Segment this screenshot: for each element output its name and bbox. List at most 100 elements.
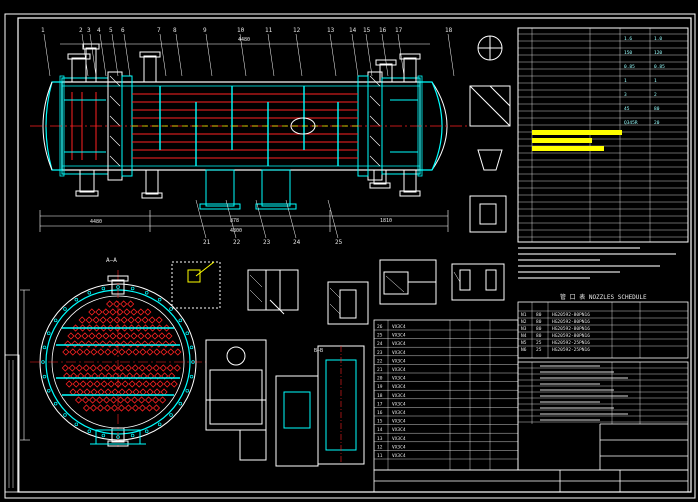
part-number: 22 xyxy=(377,358,383,364)
nozzle-size: 80 xyxy=(536,333,542,339)
nozzle-standard: HG20592-80PN16 xyxy=(552,319,590,325)
tube-mark xyxy=(93,380,101,388)
tube-mark xyxy=(82,404,91,412)
callout-number: 11 xyxy=(265,27,273,34)
tube-mark xyxy=(90,348,98,356)
tube-mark xyxy=(130,332,138,340)
tube-mark xyxy=(139,388,147,396)
tube-mark xyxy=(117,396,125,404)
tube-mark xyxy=(111,388,119,396)
callout-leader xyxy=(365,33,373,77)
part-number: 25 xyxy=(377,333,383,339)
tube-mark xyxy=(106,340,114,348)
tube-mark xyxy=(71,340,79,348)
tube-mark xyxy=(156,380,164,388)
callout-leader xyxy=(285,199,297,239)
spec-value: 1 xyxy=(624,78,627,84)
tube-mark xyxy=(160,348,168,356)
tube-mark xyxy=(76,348,84,356)
tube-mark xyxy=(90,388,98,396)
tube-mark xyxy=(104,348,112,356)
nozzle-size: 25 xyxy=(536,347,542,353)
tube-mark xyxy=(118,388,126,396)
tube-mark xyxy=(131,364,139,372)
bolt-hole xyxy=(191,360,195,364)
tube-mark xyxy=(61,364,69,372)
right-small-details xyxy=(469,35,511,233)
bolt-hole xyxy=(130,433,135,438)
callout-leader xyxy=(99,33,107,77)
tube-mark xyxy=(96,404,105,412)
tube-mark xyxy=(88,332,96,340)
tube-mark xyxy=(100,380,108,388)
bolt-hole xyxy=(116,435,120,439)
section-a-a xyxy=(30,270,206,448)
tube-mark xyxy=(153,388,161,396)
callout-leader xyxy=(175,33,183,77)
bolt-hole xyxy=(157,297,162,302)
tube-mark xyxy=(78,340,86,348)
bolt-hole xyxy=(63,413,67,417)
tube-mark xyxy=(121,380,129,388)
tube-mark xyxy=(144,308,152,316)
tube-mark xyxy=(123,332,131,340)
part-number: 14 xyxy=(377,427,383,433)
callout-leader xyxy=(381,33,389,77)
callout-number: 15 xyxy=(363,27,371,34)
tube-mark xyxy=(132,388,140,396)
nozzle-size: 80 xyxy=(536,319,542,325)
tube-mark xyxy=(88,308,96,316)
tube-mark xyxy=(96,364,104,372)
tube-mark xyxy=(113,340,121,348)
tube-mark xyxy=(127,340,135,348)
tube-mark xyxy=(124,396,132,404)
tube-bundle xyxy=(61,300,182,412)
tube-mark xyxy=(117,404,126,412)
tube-mark xyxy=(109,308,117,316)
tube-mark xyxy=(162,340,170,348)
callout-number: 7 xyxy=(157,27,161,34)
tube-mark xyxy=(62,348,70,356)
callout-leader xyxy=(205,33,213,77)
callout-number: 9 xyxy=(203,27,207,34)
tube-mark xyxy=(99,340,107,348)
bolt-hole xyxy=(74,297,79,302)
tube-mark xyxy=(85,316,93,324)
tube-mark xyxy=(97,348,105,356)
nozzle-mark: N5 xyxy=(521,340,527,346)
callout-number: 8 xyxy=(173,27,177,34)
tube-mark xyxy=(137,332,145,340)
tube-mark xyxy=(110,396,118,404)
tube-mark xyxy=(65,380,73,388)
callout-leader xyxy=(111,33,119,77)
part-name: VX3C4 xyxy=(392,350,406,356)
spec-value: 1.0 xyxy=(654,36,662,42)
tube-mark xyxy=(68,364,76,372)
part-name: VX3C4 xyxy=(392,384,406,390)
tube-mark xyxy=(117,364,125,372)
bolt-hole xyxy=(53,401,58,406)
part-number: 12 xyxy=(377,444,383,450)
tube-mark xyxy=(74,332,82,340)
tube-mark xyxy=(106,300,114,308)
spec-value: 1 xyxy=(654,78,657,84)
tube-mark xyxy=(142,380,150,388)
spec-value: 150 xyxy=(624,50,632,56)
tube-mark xyxy=(125,388,133,396)
nozzle-standard: HG20592-25PN16 xyxy=(552,347,590,353)
tube-mark xyxy=(146,348,154,356)
tube-mark xyxy=(139,348,147,356)
tube-mark xyxy=(75,364,83,372)
part-name: VX3C4 xyxy=(392,393,406,399)
callout-number: 18 xyxy=(445,27,453,34)
callout-leader xyxy=(195,199,207,239)
tube-mark xyxy=(116,332,124,340)
tube-mark xyxy=(118,348,126,356)
nozzle-mark: N2 xyxy=(521,319,527,325)
tube-mark xyxy=(89,404,98,412)
callout-leader xyxy=(159,33,167,77)
tube-mark xyxy=(152,396,160,404)
tube-mark xyxy=(99,316,107,324)
tube-mark xyxy=(120,340,128,348)
